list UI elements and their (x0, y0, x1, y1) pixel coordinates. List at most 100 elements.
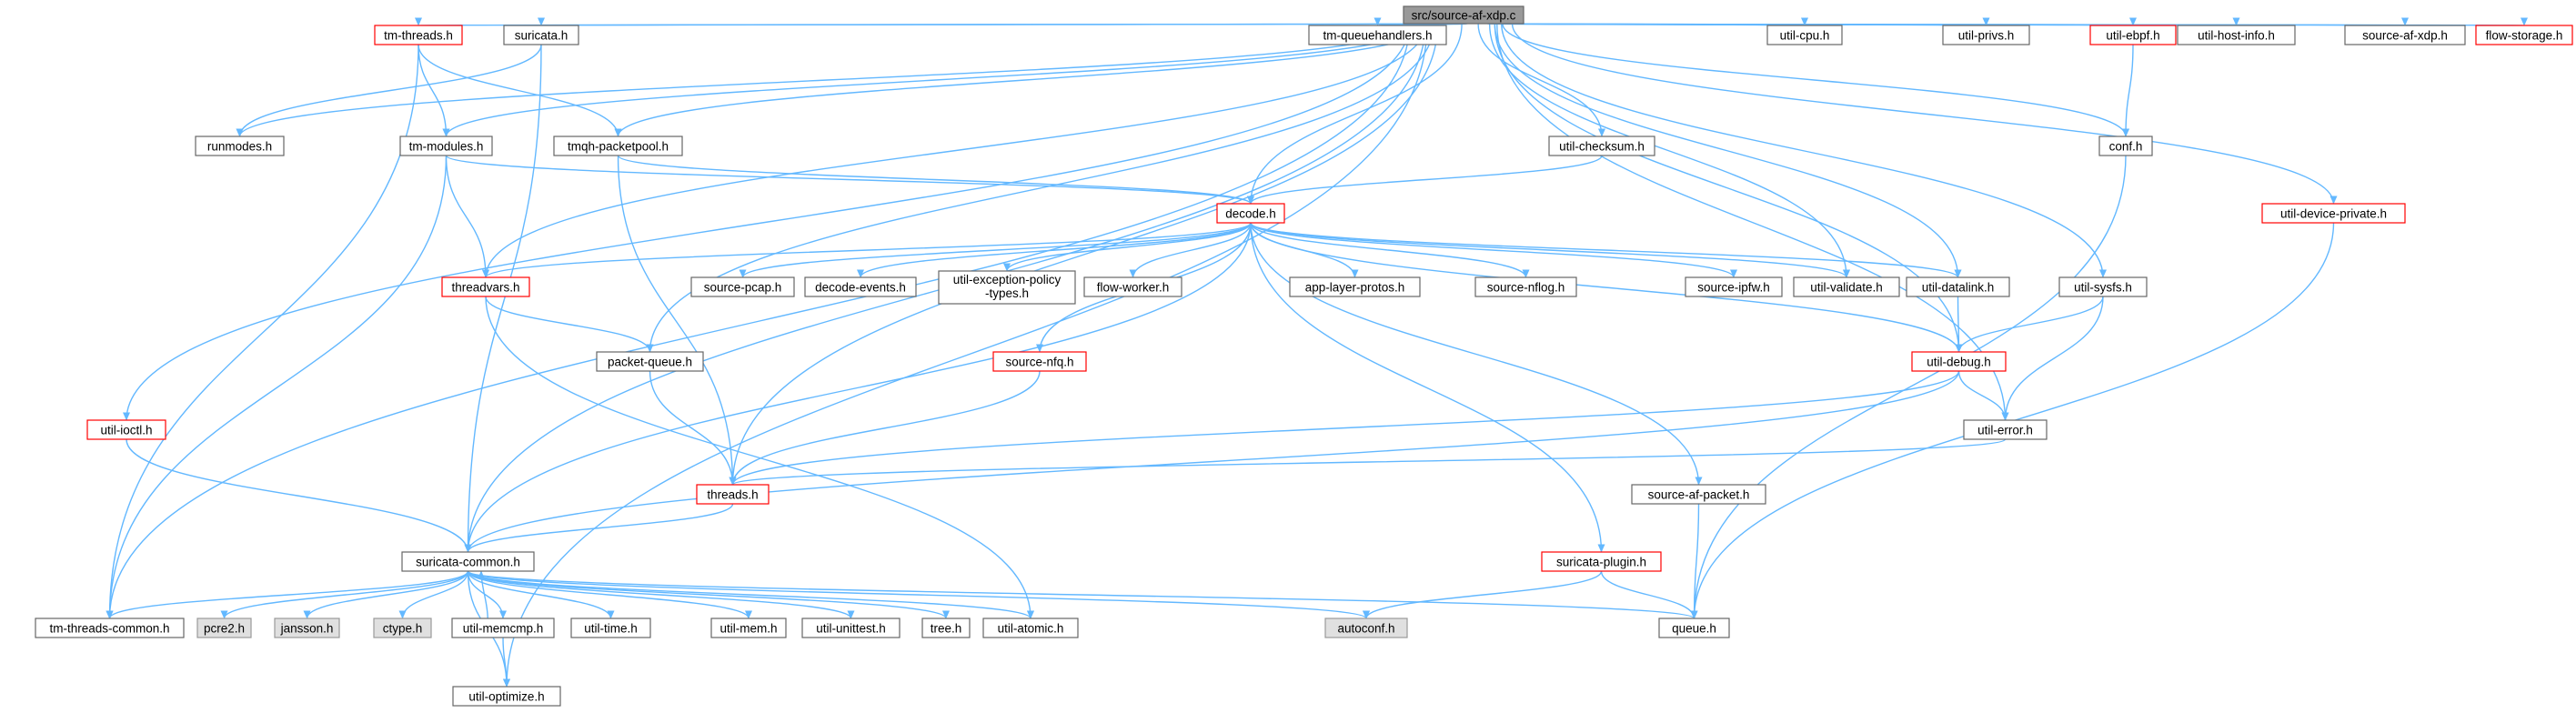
node-box (503, 25, 579, 45)
node-util-device-private-h[interactable]: util-device-private.h (2261, 203, 2406, 224)
edge-decode-h-to-util-debug-h (1250, 222, 1963, 353)
edge-suricata-h-to-runmodes-h (236, 44, 542, 137)
node-queue-h[interactable]: queue.h (1658, 618, 1730, 638)
node-label: tm-queuehandlers.h (1323, 29, 1432, 43)
node-root[interactable]: src/source-af-xdp.c (1403, 5, 1524, 25)
node-source-ipfw-h[interactable]: source-ipfw.h (1685, 276, 1783, 297)
node-source-af-xdp-h[interactable]: source-af-xdp.h (2344, 25, 2466, 45)
node-util-datalink-h[interactable]: util-datalink.h (1906, 276, 2010, 297)
node-box (696, 484, 770, 505)
node-util-memcmp-h[interactable]: util-memcmp.h (451, 618, 555, 638)
node-label: source-nfq.h (1005, 356, 1073, 369)
edge-decode-h-to-suricata-common-h (464, 222, 1252, 553)
node-util-atomic-h[interactable]: util-atomic.h (982, 618, 1079, 638)
node-label: app-layer-protos.h (1305, 281, 1405, 295)
node-label: source-ipfw.h (1697, 281, 1770, 295)
node-label: util-atomic.h (998, 622, 1064, 636)
node-label: source-af-packet.h (1648, 488, 1750, 502)
node-label: util-validate.h (1810, 281, 1883, 295)
node-box (374, 25, 463, 45)
node-label: util-mem.h (719, 622, 777, 636)
edge-decode-h-to-source-nflog-h (1250, 222, 1530, 278)
node-flow-storage-h[interactable]: flow-storage.h (2475, 25, 2573, 45)
node-tm-threads-common-h[interactable]: tm-threads-common.h (35, 618, 185, 638)
node-ctype-h[interactable]: ctype.h (373, 618, 432, 638)
node-util-optimize-h[interactable]: util-optimize.h (452, 686, 561, 707)
node-box (1685, 276, 1783, 297)
node-util-sysfs-h[interactable]: util-sysfs.h (2058, 276, 2148, 297)
node-box (274, 618, 340, 638)
node-label: decode.h (1225, 207, 1276, 221)
node-tm-modules-h[interactable]: tm-modules.h (399, 136, 493, 156)
node-util-mem-h[interactable]: util-mem.h (710, 618, 787, 638)
node-util-error-h[interactable]: util-error.h (1963, 419, 2048, 440)
node-flow-worker-h[interactable]: flow-worker.h (1083, 276, 1182, 297)
node-packet-queue-h[interactable]: packet-queue.h (596, 351, 704, 372)
edge-source-af-packet-h-to-queue-h (1690, 503, 1700, 619)
node-label: tmqh-packetpool.h (568, 140, 669, 154)
node-app-layer-protos-h[interactable]: app-layer-protos.h (1289, 276, 1421, 297)
node-decode-events-h[interactable]: decode-events.h (804, 276, 917, 297)
node-util-exception-policy-types-h[interactable]: util-exception-policy-types.h (938, 270, 1076, 305)
edge-util-debug-h-to-util-error-h (1957, 370, 2009, 421)
edge-root-to-util-ioctl-h (123, 23, 1411, 421)
node-box (2058, 276, 2148, 297)
node-label: suricata.h (515, 29, 569, 43)
node-autoconf-h[interactable]: autoconf.h (1324, 618, 1408, 638)
node-source-pcap-h[interactable]: source-pcap.h (690, 276, 795, 297)
edge-tm-modules-h-to-decode-h (445, 155, 1254, 205)
node-suricata-common-h[interactable]: suricata-common.h (401, 551, 535, 572)
node-box (1308, 25, 1447, 45)
node-box (570, 618, 651, 638)
node-label: tm-threads.h (384, 29, 453, 43)
node-jansson-h[interactable]: jansson.h (274, 618, 340, 638)
node-source-nfq-h[interactable]: source-nfq.h (992, 351, 1087, 372)
node-decode-h[interactable]: decode.h (1216, 203, 1285, 224)
node-threads-h[interactable]: threads.h (696, 484, 770, 505)
node-box (1793, 276, 1900, 297)
node-tm-threads-h[interactable]: tm-threads.h (374, 25, 463, 45)
node-util-checksum-h[interactable]: util-checksum.h (1548, 136, 1655, 156)
node-box (938, 270, 1076, 305)
node-label: util-exception-policy-types.h (953, 273, 1062, 300)
node-util-unittest-h[interactable]: util-unittest.h (801, 618, 901, 638)
node-source-af-packet-h[interactable]: source-af-packet.h (1631, 484, 1766, 505)
node-util-debug-h[interactable]: util-debug.h (1911, 351, 2007, 372)
node-util-time-h[interactable]: util-time.h (570, 618, 651, 638)
edge-util-ioctl-h-to-suricata-common-h (126, 438, 472, 553)
node-pcre2-h[interactable]: pcre2.h (196, 618, 252, 638)
edge-packet-queue-h-to-threads-h (649, 370, 737, 486)
node-suricata-plugin-h[interactable]: suricata-plugin.h (1541, 551, 1662, 572)
node-box (992, 351, 1087, 372)
node-label: source-pcap.h (704, 281, 782, 295)
node-threadvars-h[interactable]: threadvars.h (441, 276, 530, 297)
node-box (1083, 276, 1182, 297)
node-label: tm-threads-common.h (49, 622, 169, 636)
edge-root-to-tm-modules-h (442, 23, 1425, 137)
node-util-ebpf-h[interactable]: util-ebpf.h (2089, 25, 2177, 45)
node-util-privs-h[interactable]: util-privs.h (1942, 25, 2030, 45)
edge-root-to-util-error-h (1496, 23, 2009, 421)
node-util-host-info-h[interactable]: util-host-info.h (2177, 25, 2296, 45)
node-util-ioctl-h[interactable]: util-ioctl.h (86, 419, 166, 440)
edge-suricata-common-h-to-jansson-h (303, 570, 469, 619)
node-util-cpu-h[interactable]: util-cpu.h (1766, 25, 1843, 45)
node-box (35, 618, 185, 638)
node-conf-h[interactable]: conf.h (2098, 136, 2153, 156)
node-runmodes-h[interactable]: runmodes.h (195, 136, 285, 156)
node-tmqh-packetpool-h[interactable]: tmqh-packetpool.h (553, 136, 683, 156)
node-tm-queuehandlers-h[interactable]: tm-queuehandlers.h (1308, 25, 1447, 45)
node-box (196, 618, 252, 638)
edge-root-to-util-debug-h (1494, 23, 1963, 353)
node-box (2177, 25, 2296, 45)
node-label: util-time.h (584, 622, 638, 636)
node-util-validate-h[interactable]: util-validate.h (1793, 276, 1900, 297)
node-label: ctype.h (383, 622, 423, 636)
node-source-nflog-h[interactable]: source-nflog.h (1474, 276, 1577, 297)
edge-suricata-common-h-to-util-memcmp-h (467, 570, 507, 619)
node-label: tm-modules.h (409, 140, 484, 154)
node-suricata-h[interactable]: suricata.h (503, 25, 579, 45)
edge-decode-h-to-threadvars-h (482, 222, 1252, 278)
node-tree-h[interactable]: tree.h (921, 618, 971, 638)
edge-tmqh-packetpool-h-to-threads-h (617, 155, 737, 486)
